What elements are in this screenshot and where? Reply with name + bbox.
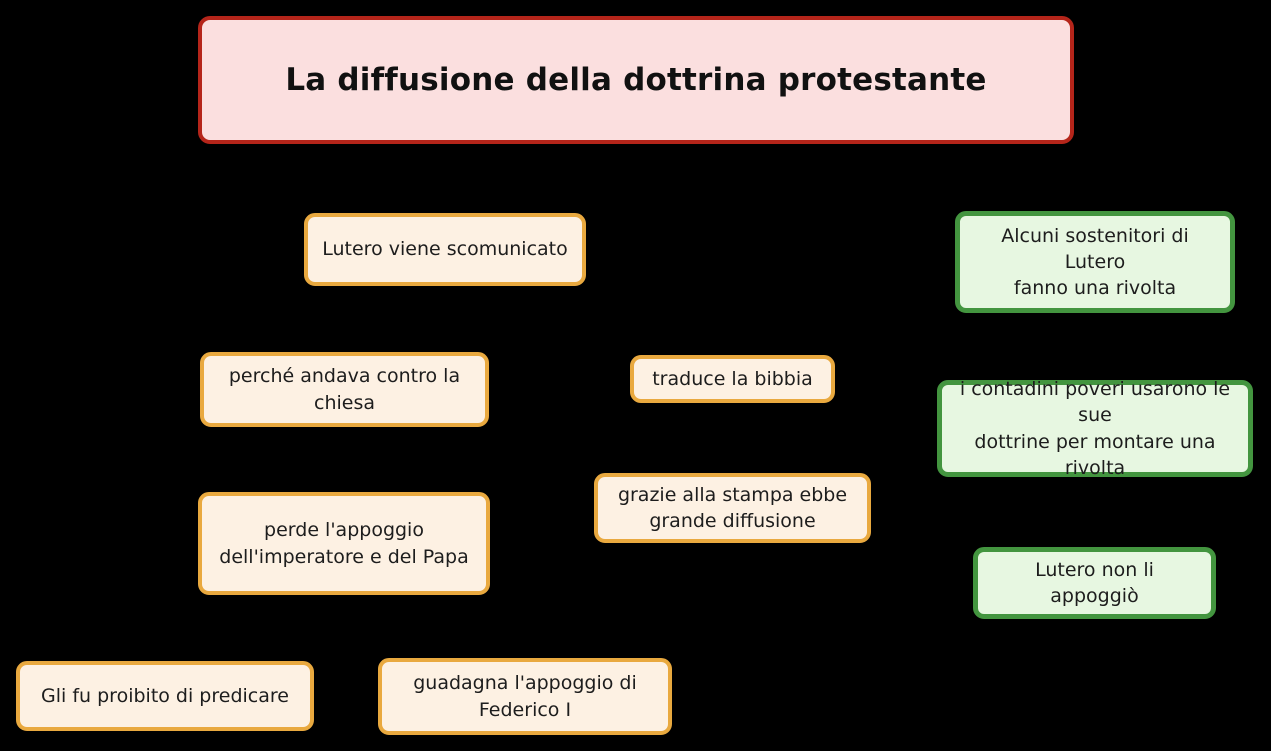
node-label: perde l'appoggio dell'imperatore e del P… (219, 519, 469, 568)
node-label: Alcuni sostenitori di Lutero fanno una r… (1001, 224, 1189, 300)
node-root-label: La diffusione della dottrina protestante (285, 61, 987, 98)
node-proibito-predicare[interactable]: Gli fu proibito di predicare (16, 661, 314, 731)
node-root-title[interactable]: La diffusione della dottrina protestante (198, 16, 1074, 144)
node-label: guadagna l'appoggio di Federico I (413, 672, 637, 721)
node-label: i contadini poveri usarono le sue dottri… (959, 378, 1231, 479)
node-stampa-diffusione[interactable]: grazie alla stampa ebbe grande diffusion… (594, 473, 871, 543)
node-traduce-bibbia[interactable]: traduce la bibbia (630, 355, 835, 403)
node-appoggio-federico[interactable]: guadagna l'appoggio di Federico I (378, 658, 672, 735)
node-label: Lutero viene scomunicato (322, 238, 568, 261)
node-label: Gli fu proibito di predicare (41, 684, 289, 707)
node-sostenitori-rivolta[interactable]: Alcuni sostenitori di Lutero fanno una r… (955, 211, 1235, 313)
node-label: traduce la bibbia (652, 367, 813, 390)
node-lutero-scomunicato[interactable]: Lutero viene scomunicato (304, 213, 586, 286)
node-label: perché andava contro la chiesa (228, 365, 461, 414)
node-label: Lutero non li appoggiò (1035, 558, 1154, 607)
node-perde-appoggio[interactable]: perde l'appoggio dell'imperatore e del P… (198, 492, 490, 595)
node-contro-la-chiesa[interactable]: perché andava contro la chiesa (200, 352, 489, 427)
node-label: grazie alla stampa ebbe grande diffusion… (617, 483, 848, 532)
node-contadini-poveri-rivolta[interactable]: i contadini poveri usarono le sue dottri… (937, 378, 1253, 479)
node-lutero-non-appoggio[interactable]: Lutero non li appoggiò (973, 547, 1216, 619)
